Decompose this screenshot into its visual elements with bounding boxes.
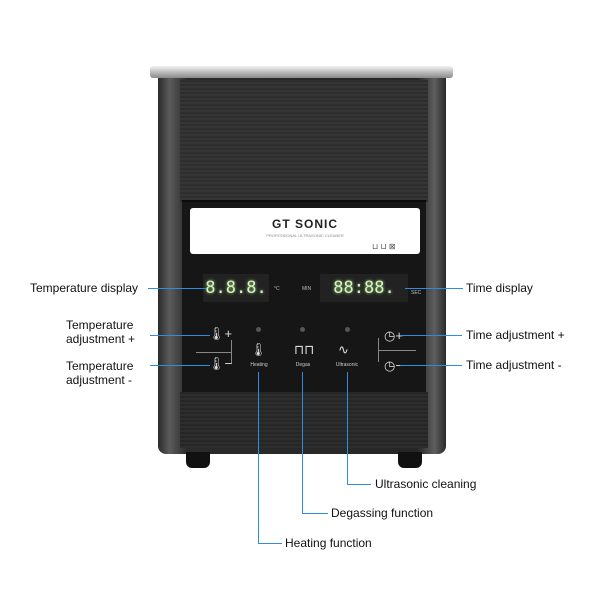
- callout-line: [400, 365, 462, 366]
- temp-minus-button[interactable]: 🌡−: [208, 356, 233, 371]
- time-min-label: MIN: [302, 286, 312, 292]
- callout-line: [347, 372, 348, 485]
- ultrasonic-led: [345, 327, 350, 332]
- temperature-display: 8.8.8.: [203, 274, 269, 302]
- temp-unit: °C: [274, 286, 280, 292]
- tank-lid-rim: [150, 66, 453, 78]
- ultrasonic-button[interactable]: Ultrasonic: [335, 362, 359, 368]
- callout-degas: Degassing function: [331, 506, 434, 520]
- callout-temp-plus: Temperature adjustment +: [66, 318, 136, 346]
- callout-line: [150, 335, 210, 336]
- divider: [196, 352, 232, 353]
- divider: [378, 338, 379, 362]
- divider: [231, 340, 232, 364]
- heating-led: [256, 327, 261, 332]
- callout-line: [148, 288, 206, 289]
- foot-right: [398, 452, 422, 468]
- degas-button[interactable]: Degas: [295, 362, 311, 368]
- time-display: 88:88.: [320, 274, 408, 302]
- divider: [378, 350, 416, 351]
- callout-line: [347, 484, 371, 485]
- callout-temp-minus: Temperature adjustment -: [66, 359, 134, 387]
- time-minus-button[interactable]: ◷−: [384, 358, 403, 373]
- callout-line: [258, 372, 259, 544]
- front-upper-panel: [180, 80, 428, 202]
- brand-label: GT SONIC PROFESSIONAL ULTRASONIC CLEANER…: [190, 208, 420, 254]
- callout-ultrasonic: Ultrasonic cleaning: [375, 477, 477, 491]
- callout-heating: Heating function: [285, 536, 372, 550]
- callout-time-plus: Time adjustment +: [466, 328, 565, 342]
- temp-plus-button[interactable]: 🌡+: [208, 326, 233, 341]
- callout-line: [302, 372, 303, 514]
- callout-line: [405, 288, 463, 289]
- brand-name: GT SONIC: [271, 217, 338, 231]
- heating-button[interactable]: Heating: [250, 362, 268, 368]
- front-lower-panel: [180, 392, 428, 448]
- callout-time-minus: Time adjustment -: [466, 358, 562, 372]
- time-plus-button[interactable]: ◷+: [384, 328, 403, 343]
- foot-left: [186, 452, 210, 468]
- degas-led: [300, 327, 305, 332]
- callout-line: [400, 335, 462, 336]
- callout-line: [302, 513, 328, 514]
- brand-tagline: PROFESSIONAL ULTRASONIC CLEANER: [266, 233, 344, 238]
- callout-line: [150, 365, 210, 366]
- callout-line: [258, 543, 282, 544]
- callout-time-display: Time display: [466, 281, 533, 295]
- thermometer-icon[interactable]: 🌡: [250, 342, 267, 357]
- care-symbols-icon: ⊔ ⊔ ⊠: [372, 242, 396, 251]
- sine-wave-icon[interactable]: ∿: [338, 342, 349, 357]
- square-wave-icon[interactable]: ⊓⊓: [294, 342, 315, 357]
- time-sec-label: SEC: [411, 290, 422, 296]
- callout-temperature-display: Temperature display: [30, 281, 139, 295]
